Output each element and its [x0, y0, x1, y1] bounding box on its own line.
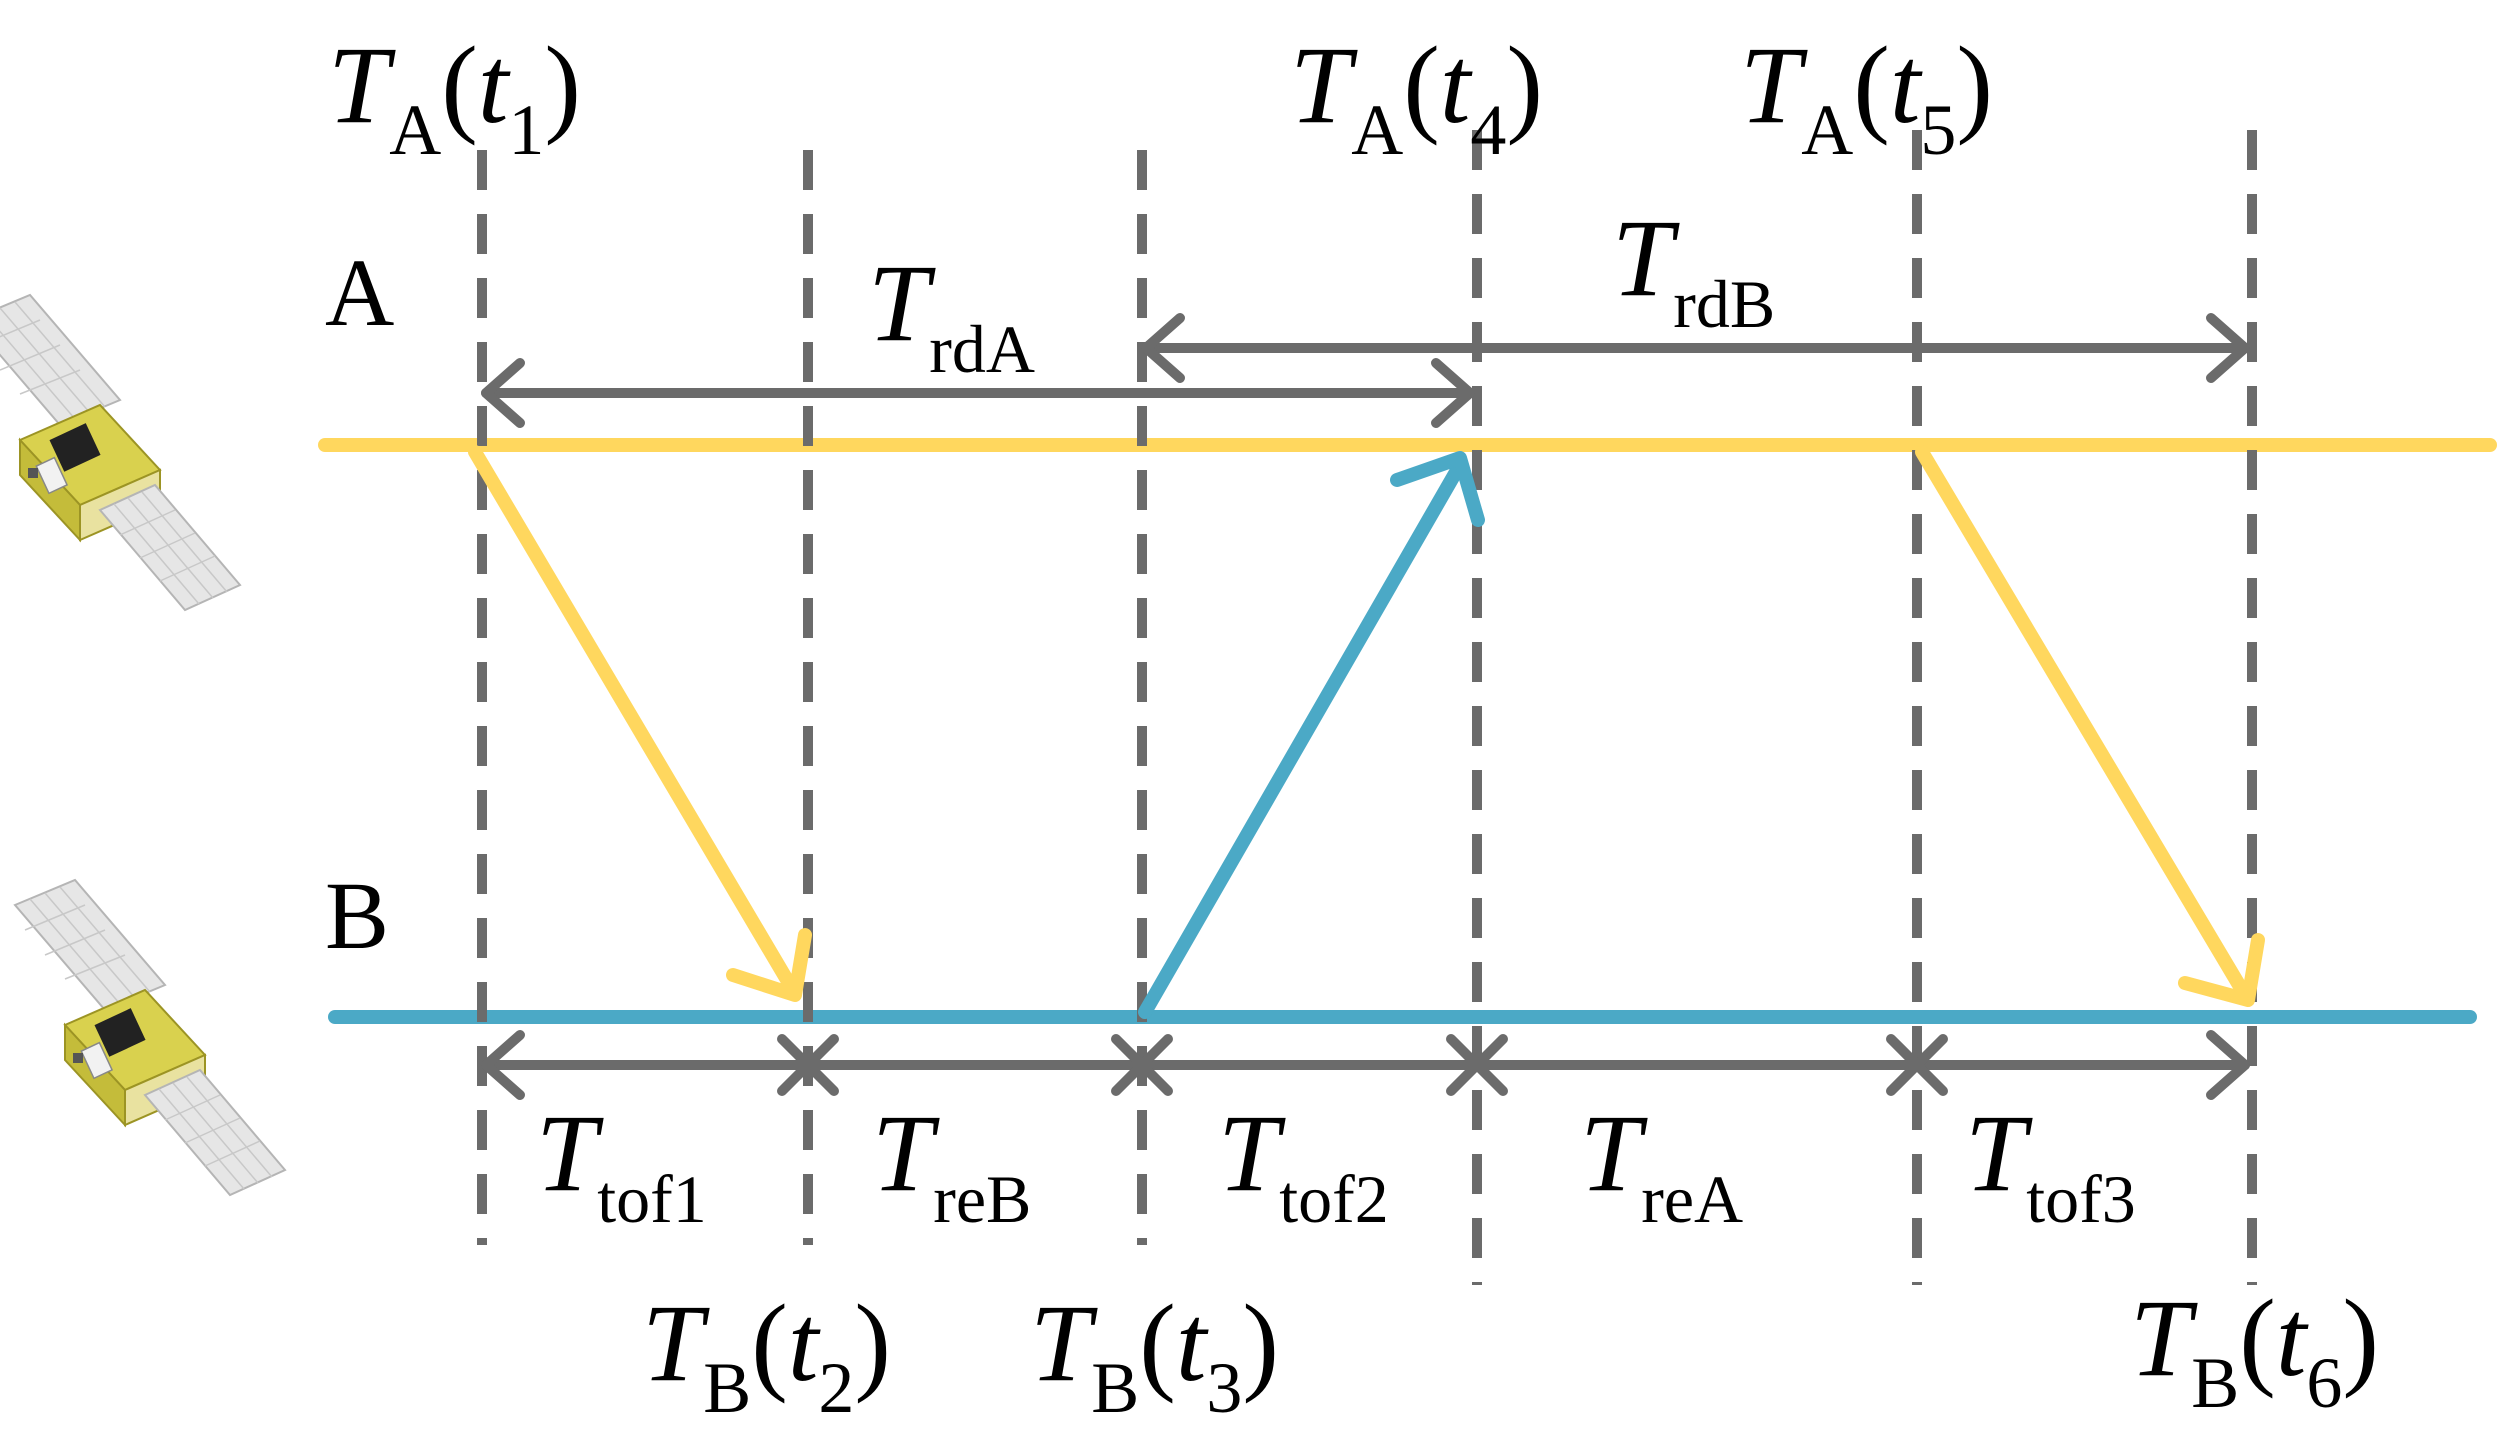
- interval-treb-label: TreB: [872, 1092, 1031, 1237]
- signal-a-to-b-2: [1915, 445, 2252, 1002]
- trdb-left-head: [1141, 313, 1185, 383]
- timestamp-tb-t6: TB(t6): [2130, 1277, 2379, 1423]
- timestamp-ta-t4: TA(t4): [1290, 24, 1543, 170]
- signal-a-to-b-1-head: [726, 928, 812, 1002]
- timestamp-tb-t2: TB(t2): [642, 1282, 891, 1428]
- interval-ttof1-label: Ttof1: [536, 1092, 707, 1237]
- trda-right-head: [1431, 358, 1475, 428]
- satellite-b-icon: [14, 879, 286, 1196]
- bottom-right-head: [2206, 1030, 2250, 1100]
- svg-text:TA(t4): TA(t4): [1290, 24, 1543, 170]
- signal-b-to-a: [1138, 458, 1467, 1019]
- interval-tick-marks: [777, 1034, 1948, 1096]
- svg-text:TB(t2): TB(t2): [642, 1282, 891, 1428]
- svg-text:TA(t5): TA(t5): [1740, 24, 1993, 170]
- timestamp-ta-t1: TA(t1): [328, 24, 581, 170]
- svg-text:TB(t6): TB(t6): [2130, 1277, 2379, 1423]
- signal-b-to-a-head: [1390, 451, 1485, 527]
- timestamp-ta-t5: TA(t5): [1740, 24, 1993, 170]
- interval-trda-label: TrdA: [868, 242, 1035, 387]
- interval-ttof2-label: Ttof2: [1218, 1092, 1389, 1237]
- timestamp-tb-t3: TB(t3): [1030, 1282, 1279, 1428]
- signal-a-to-b-1: [468, 445, 800, 997]
- bottom-left-head: [481, 1030, 525, 1100]
- satellite-a-icon: [0, 294, 241, 611]
- svg-text:TB(t3): TB(t3): [1030, 1282, 1279, 1428]
- node-b-label: B: [325, 862, 389, 969]
- signal-a-to-b-2-head: [2178, 933, 2265, 1007]
- trda-left-head: [481, 358, 525, 428]
- interval-ttof3-label: Ttof3: [1965, 1092, 2136, 1237]
- trdb-right-head: [2206, 313, 2250, 383]
- interval-trea-label: TreA: [1580, 1092, 1743, 1237]
- svg-text:TA(t1): TA(t1): [328, 24, 581, 170]
- interval-trdb-label: TrdB: [1612, 197, 1775, 342]
- node-a-label: A: [325, 239, 394, 346]
